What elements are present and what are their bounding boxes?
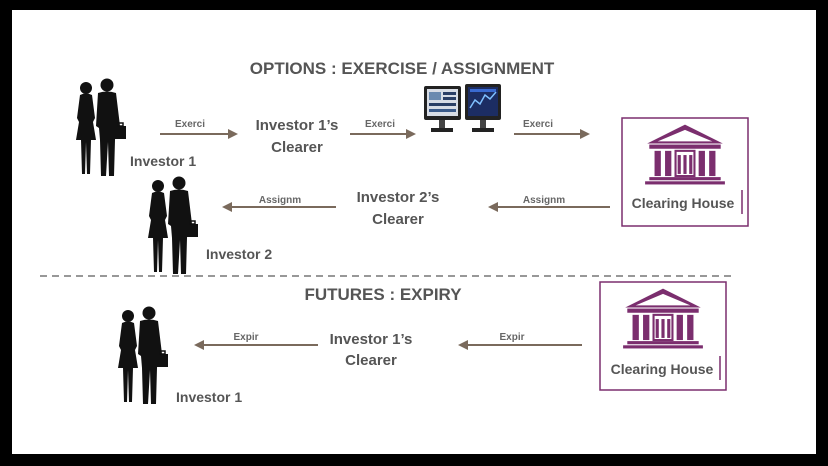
futures-clearing-house-label: Clearing House (611, 361, 714, 377)
investor-icon (117, 306, 169, 405)
options-investor2-label: Investor 2 (206, 246, 272, 262)
options-investor1-clearer-line1: Investor 1’s (256, 117, 339, 134)
arrow-expiry-2-label: Expir (233, 332, 258, 343)
computer-monitors-icon (424, 84, 501, 132)
investor-icon (147, 176, 199, 275)
investor-icon (75, 78, 127, 177)
futures-investor1-clearer-line2: Clearer (345, 352, 397, 369)
arrow-expiry-1-label: Expir (499, 332, 524, 343)
options-investor1-clearer-line2: Clearer (271, 139, 323, 156)
arrow-exercise-1-label: Exerci (175, 119, 205, 130)
options-title: OPTIONS : EXERCISE / ASSIGNMENT (250, 59, 555, 78)
futures-investor1-clearer-line1: Investor 1’s (330, 331, 413, 348)
options-investor1-label: Investor 1 (130, 153, 196, 169)
options-investor2-clearer-line1: Investor 2’s (357, 189, 440, 206)
options-investor2-clearer-line2: Clearer (372, 211, 424, 228)
arrow-assign-1-label: Assignm (523, 195, 565, 206)
options-clearing-house-label: Clearing House (632, 195, 735, 211)
futures-investor1-label: Investor 1 (176, 389, 242, 405)
arrow-assign-2-label: Assignm (259, 195, 301, 206)
arrow-exercise-3-label: Exerci (523, 119, 553, 130)
futures-title: FUTURES : EXPIRY (304, 285, 462, 304)
arrow-exercise-2-label: Exerci (365, 119, 395, 130)
